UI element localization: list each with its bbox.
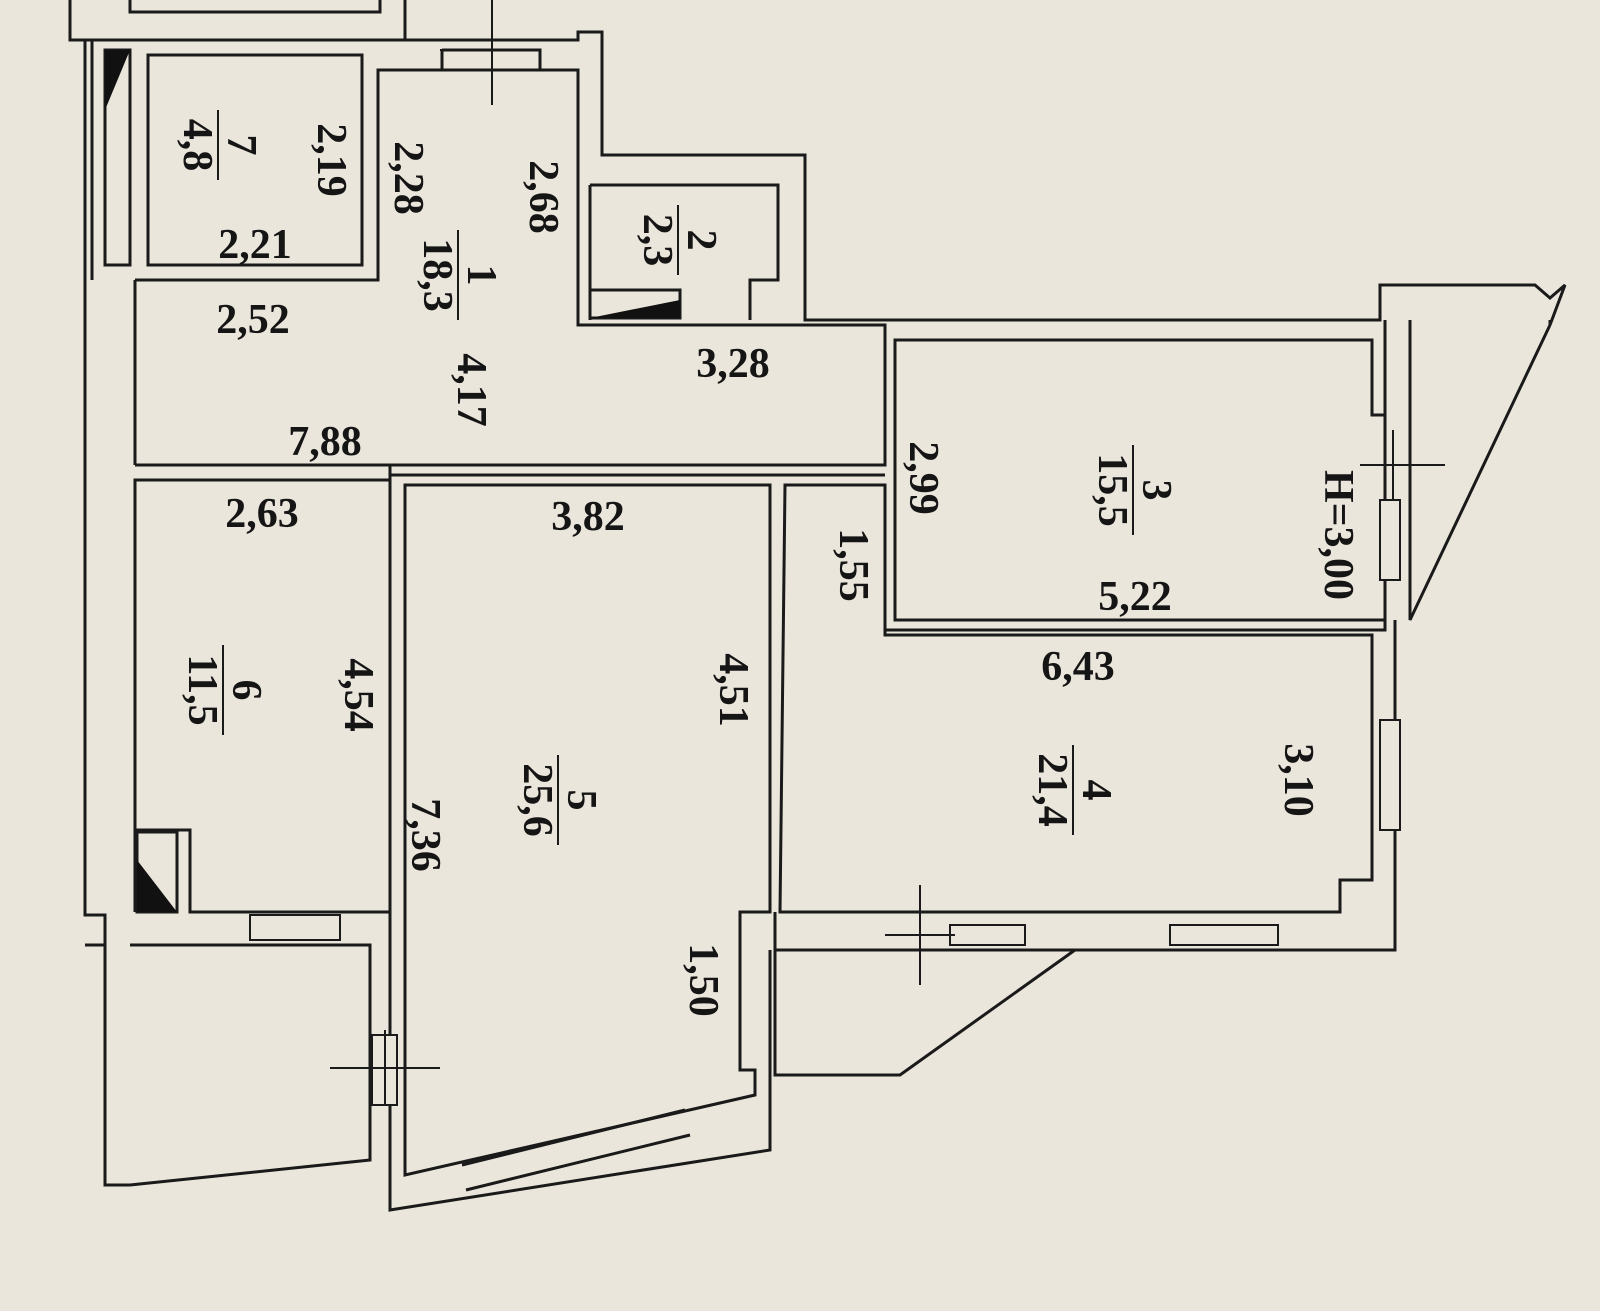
ceiling-height: H=3,00 <box>1315 470 1361 600</box>
dimension: 1,50 <box>680 943 726 1017</box>
room-area: 21,4 <box>1029 753 1075 827</box>
dimension: 2,99 <box>900 441 946 515</box>
room-area: 11,5 <box>179 654 225 725</box>
room-4-label: 4 21,4 <box>1029 745 1119 835</box>
room-5-label: 5 25,6 <box>514 755 604 845</box>
dimension-labels: 2,19 2,21 2,28 2,68 2,52 4,17 3,28 7,88 … <box>216 123 1361 1017</box>
dimension: 7,88 <box>288 419 362 465</box>
room-number: 3 <box>1133 480 1179 501</box>
dimension: 4,54 <box>335 658 381 732</box>
room-6-label: 6 11,5 <box>179 645 269 735</box>
dimension: 4,51 <box>710 653 756 727</box>
room-area: 18,3 <box>414 238 460 312</box>
room-7-label: 7 4,8 <box>174 110 264 180</box>
dimension: 2,52 <box>216 297 290 343</box>
dimension: 4,17 <box>448 353 494 427</box>
room-area: 2,3 <box>634 214 680 267</box>
room-number: 1 <box>458 265 504 286</box>
dimension: 3,28 <box>696 341 770 387</box>
dimension: 5,22 <box>1098 574 1172 620</box>
dimension: 2,68 <box>520 160 566 234</box>
room-number: 7 <box>218 135 264 156</box>
room-area: 4,8 <box>174 119 220 172</box>
dimension: 2,63 <box>225 491 299 537</box>
room-area: 25,6 <box>514 763 560 837</box>
room-area: 15,5 <box>1089 453 1135 527</box>
dimension: 3,82 <box>551 494 625 540</box>
room-number: 2 <box>678 230 724 251</box>
dimension: 6,43 <box>1041 644 1115 690</box>
room-2-label: 2 2,3 <box>634 205 724 275</box>
room-number: 6 <box>223 680 269 701</box>
dimension: 2,19 <box>308 123 354 197</box>
room-number: 5 <box>558 790 604 811</box>
room-1-label: 1 18,3 <box>414 230 504 320</box>
dimension: 2,21 <box>218 222 292 268</box>
walls <box>68 0 1567 1212</box>
dimension: 3,10 <box>1275 743 1321 817</box>
room-3-label: 3 15,5 <box>1089 445 1179 535</box>
dimension: 1,55 <box>830 528 876 602</box>
room-7-outline <box>146 53 364 267</box>
room-number: 4 <box>1073 780 1119 801</box>
dimension: 7,36 <box>402 798 448 872</box>
dimension: 2,28 <box>385 141 431 215</box>
